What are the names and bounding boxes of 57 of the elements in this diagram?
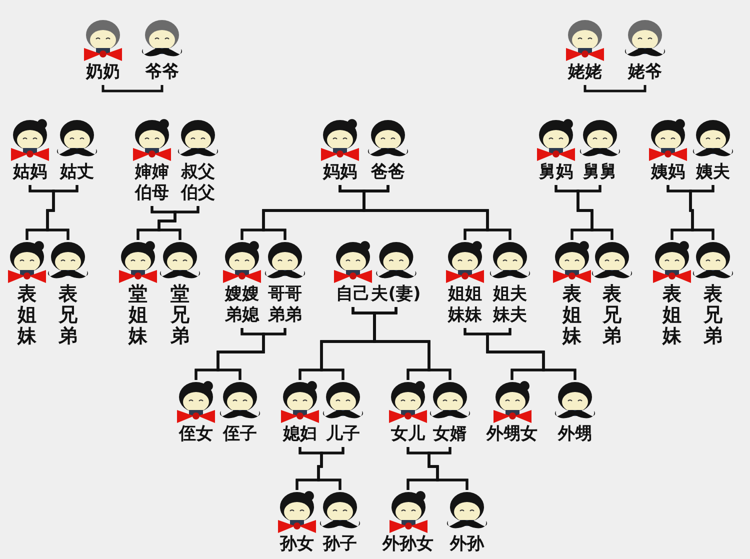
tree-connector [486,328,576,380]
person-label: 外甥女 [486,424,538,445]
person-label: 哥哥 [268,284,302,305]
person-label: 叔父 [181,162,215,183]
person-label: 姥姥 [568,62,602,83]
person-label: 姐姐 [448,284,482,305]
person-label: 姨妈 [651,162,685,183]
person-label: 爷爷 [145,62,179,83]
person-label: 外孙 [450,534,484,555]
person-label: 姑丈 [60,162,94,183]
person-label: 姑妈 [13,162,47,183]
tree-connector [158,206,200,240]
person-label: 妹夫 [493,305,527,326]
person-label: 伯父 [181,183,215,204]
person-label: 外孙女 [382,534,434,555]
person-label: 媳妇 [283,424,317,445]
person-label: 姨夫 [696,162,730,183]
person-label: 姐夫 [493,284,527,305]
tree-connector [102,85,164,92]
tree-connector [317,447,344,490]
person-label: 奶奶 [86,62,120,83]
person-label: 妈妈 [323,162,357,183]
person-label: 夫(妻) [371,284,421,305]
person-label: 姥爷 [628,62,662,83]
tree-connector [428,447,468,490]
tree-connector [689,185,714,240]
person-label: 外甥 [558,424,592,445]
person-label: 表兄弟 [704,284,722,347]
person-label: 女儿 [391,424,425,445]
tree-connector [584,85,646,92]
person-label: 表兄弟 [602,284,622,347]
person-label: 表姐妹 [18,284,36,347]
person-label: 表兄弟 [58,284,78,347]
tree-connector [576,185,614,240]
person-label: 表姐妹 [562,284,582,347]
person-label: 侄子 [223,424,257,445]
person-label: 孙子 [323,534,357,555]
person-label: 堂兄弟 [170,284,190,347]
person-label: 自己 [336,284,370,305]
person-label: 女婿 [433,424,467,445]
person-label: 弟弟 [268,305,302,326]
person-label: 婶婶 [135,162,169,183]
tree-connector [216,328,286,380]
person-label: 儿子 [326,424,360,445]
person-label: 爸爸 [371,162,405,183]
person-label: 孙女 [280,534,314,555]
tree-connector [46,185,78,240]
person-label: 表姐妹 [662,284,682,347]
person-label: 弟媳 [225,305,259,326]
person-label: 妹妹 [448,305,482,326]
person-label: 舅舅 [583,162,617,183]
person-label: 堂姐妹 [128,284,148,347]
tree-connector [373,307,452,380]
person-label: 侄女 [179,424,213,445]
person-label: 舅妈 [539,162,573,183]
person-label: 嫂嫂 [225,284,259,305]
person-label: 伯母 [135,183,169,204]
